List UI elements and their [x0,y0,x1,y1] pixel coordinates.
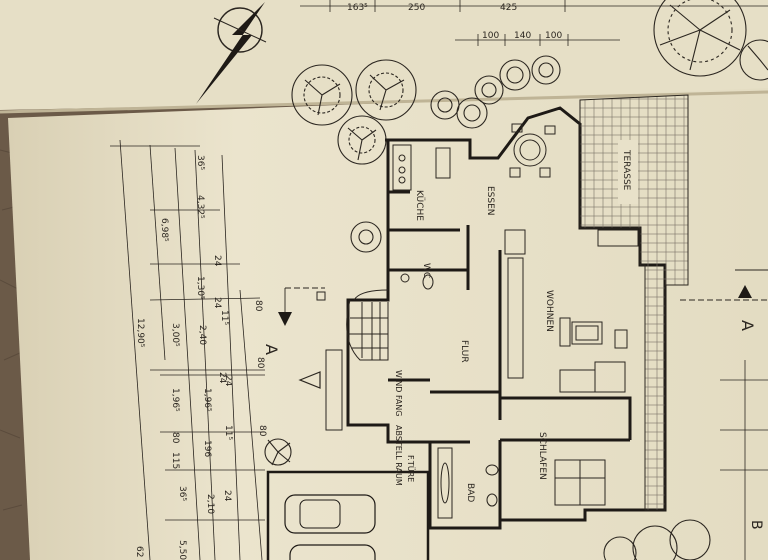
room-f-tuere: F.TÜRE [406,455,416,482]
dim-small-1: 11⁵ [219,310,229,325]
entrance-triangle [298,371,321,389]
dim-left-inner-12: 115 [170,452,180,469]
bathtub-icon [437,447,453,519]
dining-table-icon [509,123,556,178]
cabinet-icon [504,229,526,255]
dim-top-5: 100 [545,31,562,41]
dim-top-0: 163⁵ [347,3,368,13]
dim-left-inner-10: 24 [223,375,233,387]
dim-left-outer-1: 6,98⁵ [159,218,169,242]
dim-small-2: 80 [255,357,265,369]
dim-left-inner-2: 24 [212,255,222,267]
dim-small-0: 80 [253,300,263,312]
tree-icon [355,59,417,121]
armchair-icon [614,329,628,349]
fireplace-icon [597,229,639,247]
dim-left-inner-6: 2,40 [197,325,207,345]
section-label-bottom-right: B [748,520,764,530]
dim-left-inner-16: 5,50 [177,540,187,560]
dim-left-inner-13: 196 [202,440,212,457]
tree-icon [499,59,531,91]
tree-icon [603,519,711,560]
dim-left-inner-8: 1,96⁵ [170,388,180,412]
tree-icon [739,39,768,81]
dim-left-inner-17: 24 [222,490,232,502]
dim-left-inner-9: 1,96⁵ [202,388,212,412]
wc-toilet-icon [400,273,434,290]
tree-icon [474,75,504,105]
garage [266,470,430,560]
paper-fold-line [0,90,768,114]
tree-symbols [264,0,768,560]
dim-left-inner-7: 24 [217,372,227,384]
dim-small-4: 11⁵ [223,425,233,440]
kitchen-counter-icon [392,144,412,191]
room-labels: KÜCHE ESSEN TERASSE WC WOHNEN FLUR WIND … [394,149,631,502]
section-marker-right: A B [680,269,768,530]
building-walls [346,106,667,530]
coffee-table-icon [571,321,603,345]
tree-icon [350,221,382,253]
dim-left-inner-1: 4,32⁵ [195,195,205,219]
room-flur: FLUR [459,340,469,363]
room-terrasse: TERASSE [621,149,631,191]
tree-icon [264,438,292,466]
wardrobe-icon [507,257,524,379]
dim-left-inner-5: 3,00⁵ [170,323,180,347]
entrance-landing [325,349,343,431]
tree-icon [531,55,561,85]
tree-icon [291,64,353,126]
dim-left-inner-0: 36⁵ [195,155,205,170]
section-label-right: A [738,320,757,331]
dim-left-inner-15: 2,10 [205,494,215,514]
dim-top-4: 140 [514,31,531,41]
dim-left-inner-11: 80 [170,432,180,444]
dim-left-inner-18: 62 [134,546,144,557]
room-schlafen: SCHLAFEN [537,432,547,480]
armchair-icon [559,317,571,347]
sink-icon [485,464,499,507]
top-dimension-lines [300,0,768,46]
furniture [392,123,639,519]
carpet-texture [0,149,23,511]
terrace-tiles [579,94,689,511]
dim-top-3: 100 [482,31,499,41]
tree-icon [456,97,488,129]
left-dimension-labels: 12,90⁵ 6,98⁵ 36⁵ 4,32⁵ 24 1,30⁵ 24 3,00⁵… [134,155,267,560]
dim-small-3: 80 [257,425,267,437]
room-essen: ESSEN [485,186,495,216]
bed-icon [554,459,606,506]
right-dimension-lines [720,360,768,560]
room-wc: WC [421,263,431,278]
section-marker-left: A [262,287,326,355]
north-arrow-icon [196,2,267,104]
dim-top-2: 425 [500,3,517,13]
left-dimension-lines [110,139,265,560]
terrace-label-bg [618,140,638,204]
dim-top-1: 250 [408,3,425,13]
room-windfang: WIND FANG [394,370,403,416]
dim-left-inner-14: 36⁵ [177,486,187,501]
sofa-icon [559,361,626,393]
dim-left-inner-3: 1,30⁵ [195,276,205,300]
dim-left-inner-4: 24 [212,297,222,309]
dim-left-outer-0: 12,90⁵ [135,318,145,348]
section-label-left: A [262,344,281,355]
room-wohnen: WOHNEN [544,290,554,332]
paper-upper-fold [0,0,768,110]
fridge-icon [435,147,451,179]
tree-icon [653,0,747,77]
staircase [346,289,389,361]
room-abstellraum: ABSTELL RAUM [394,425,403,486]
room-kueche: KÜCHE [414,190,425,221]
room-bad: BAD [465,483,475,502]
